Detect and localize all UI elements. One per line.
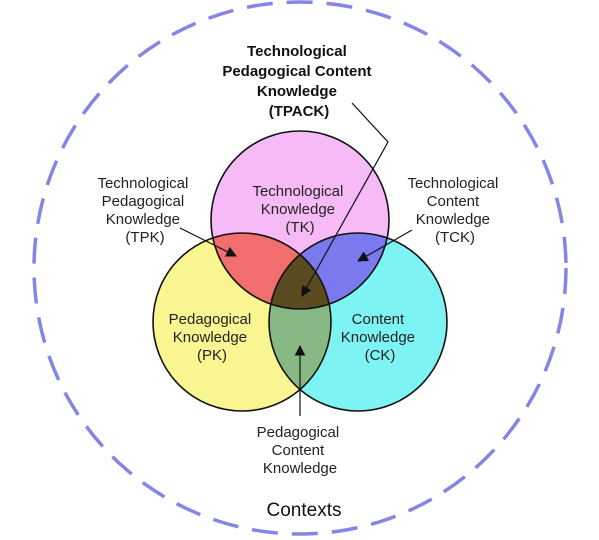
pck-label: Pedagogical Content Knowledge xyxy=(257,424,344,477)
pk-outline xyxy=(152,232,332,412)
pk-label: Pedagogical Knowledge (PK) xyxy=(169,311,256,364)
contexts-circle xyxy=(32,0,568,536)
tpack-label: Technological Pedagogical Content Knowle… xyxy=(222,43,375,120)
tpack-arrow xyxy=(301,102,389,297)
tk-label: Technological Knowledge (TK) xyxy=(252,183,347,236)
ck-outline xyxy=(268,232,448,412)
contexts-label: Contexts xyxy=(267,500,342,521)
ck-label: Content Knowledge (CK) xyxy=(341,311,419,364)
tpk-label: Technological Pedagogical Knowledge (TPK… xyxy=(97,175,192,246)
tck-label: Technological Content Knowledge (TCK) xyxy=(407,175,502,246)
tpk-arrow xyxy=(179,227,237,257)
tk-outline xyxy=(210,130,390,310)
tpack-region xyxy=(269,233,331,309)
tck-arrow xyxy=(357,229,413,262)
